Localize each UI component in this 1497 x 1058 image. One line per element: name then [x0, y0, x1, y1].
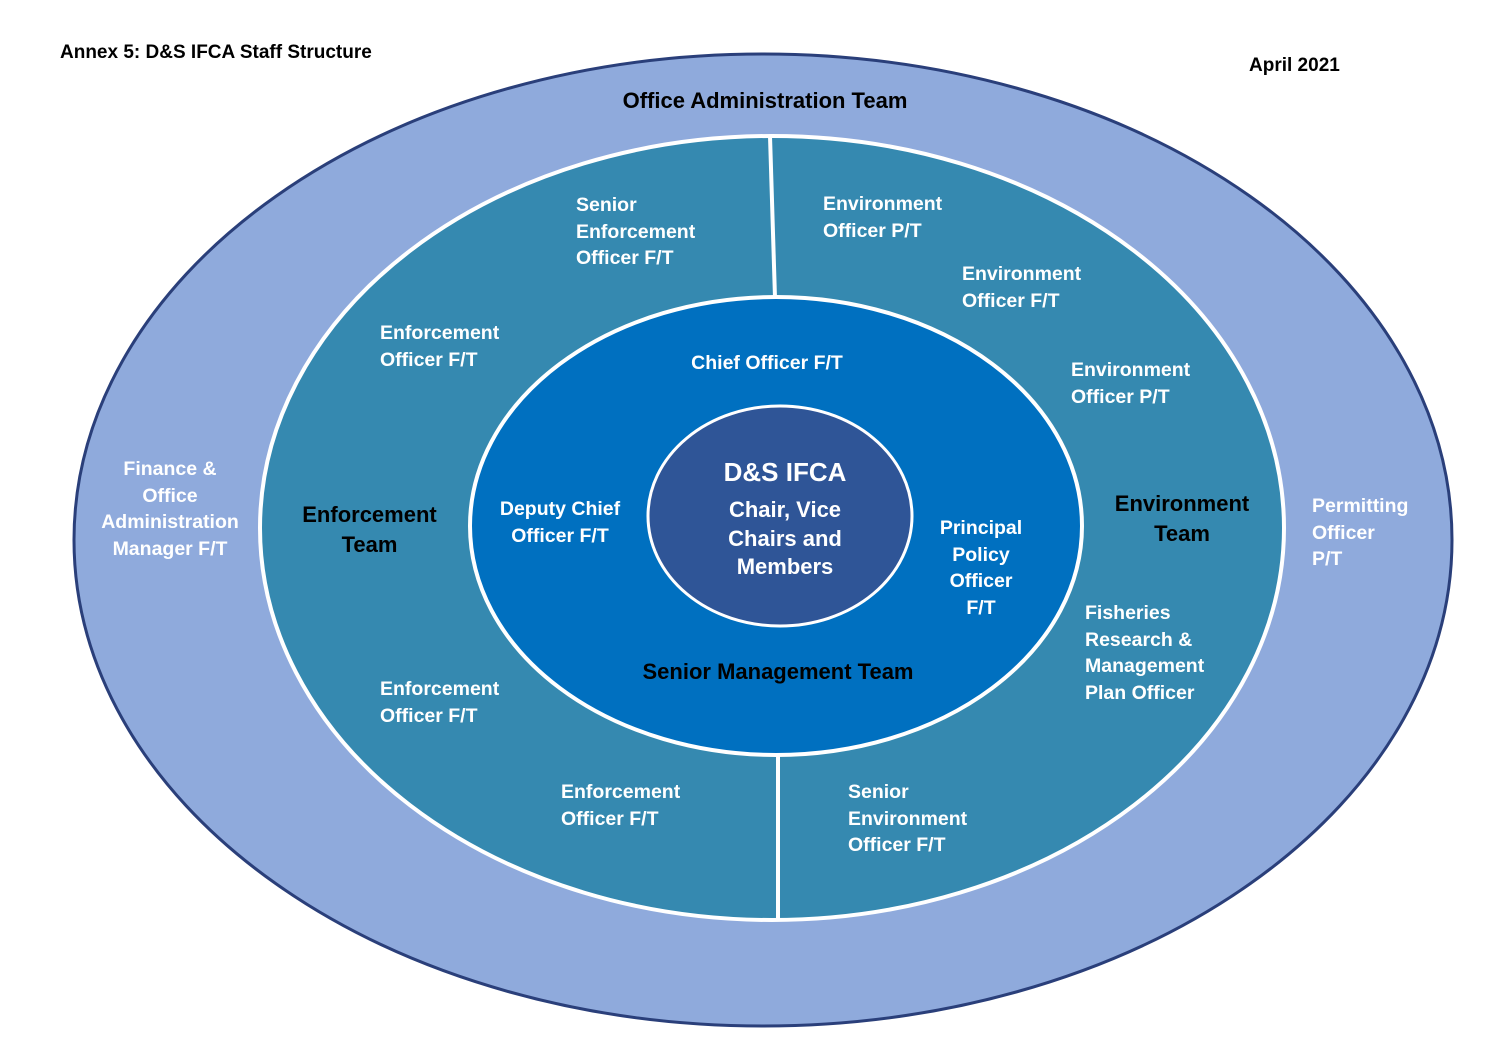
role-enforcement-officer-lower: Enforcement Officer F/T — [380, 678, 500, 727]
role-chief-officer: Chief Officer F/T — [691, 352, 843, 374]
role-enforcement-officer-bottom: Enforcement Officer F/T — [561, 781, 681, 830]
date-label: April 2021 — [1249, 55, 1340, 76]
outer-ring-label: Office Administration Team — [622, 88, 908, 113]
role-deputy-chief-officer: Deputy Chief Officer F/T — [499, 498, 621, 547]
role-permitting-officer: Permitting Officer P/T — [1312, 495, 1409, 570]
role-finance-manager: Finance & Office Administration Manager … — [101, 458, 239, 560]
environment-team-label: Environment Team — [1114, 491, 1250, 546]
enforcement-team-label: Enforcement Team — [302, 502, 437, 557]
core-subtitle: Chair, Vice Chairs and Members — [728, 497, 842, 579]
role-senior-environment-officer: Senior Environment Officer F/T — [848, 781, 968, 856]
role-enforcement-officer-upper: Enforcement Officer F/T — [380, 322, 500, 371]
annex-title: Annex 5: D&S IFCA Staff Structure — [60, 42, 372, 63]
role-environment-officer-pt-top: Environment Officer P/T — [823, 193, 943, 242]
role-principal-policy-officer: Principal Policy Officer F/T — [939, 517, 1023, 619]
role-fisheries-research-officer: Fisheries Research & Management Plan Off… — [1085, 602, 1205, 704]
role-environment-officer-ft: Environment Officer F/T — [962, 263, 1082, 312]
senior-management-team-label: Senior Management Team — [642, 659, 914, 684]
divider-top — [768, 135, 777, 299]
role-environment-officer-pt: Environment Officer P/T — [1071, 359, 1191, 408]
core-circle — [646, 404, 914, 628]
core-title: D&S IFCA — [723, 457, 847, 487]
role-senior-enforcement-officer: Senior Enforcement Officer F/T — [576, 194, 696, 269]
